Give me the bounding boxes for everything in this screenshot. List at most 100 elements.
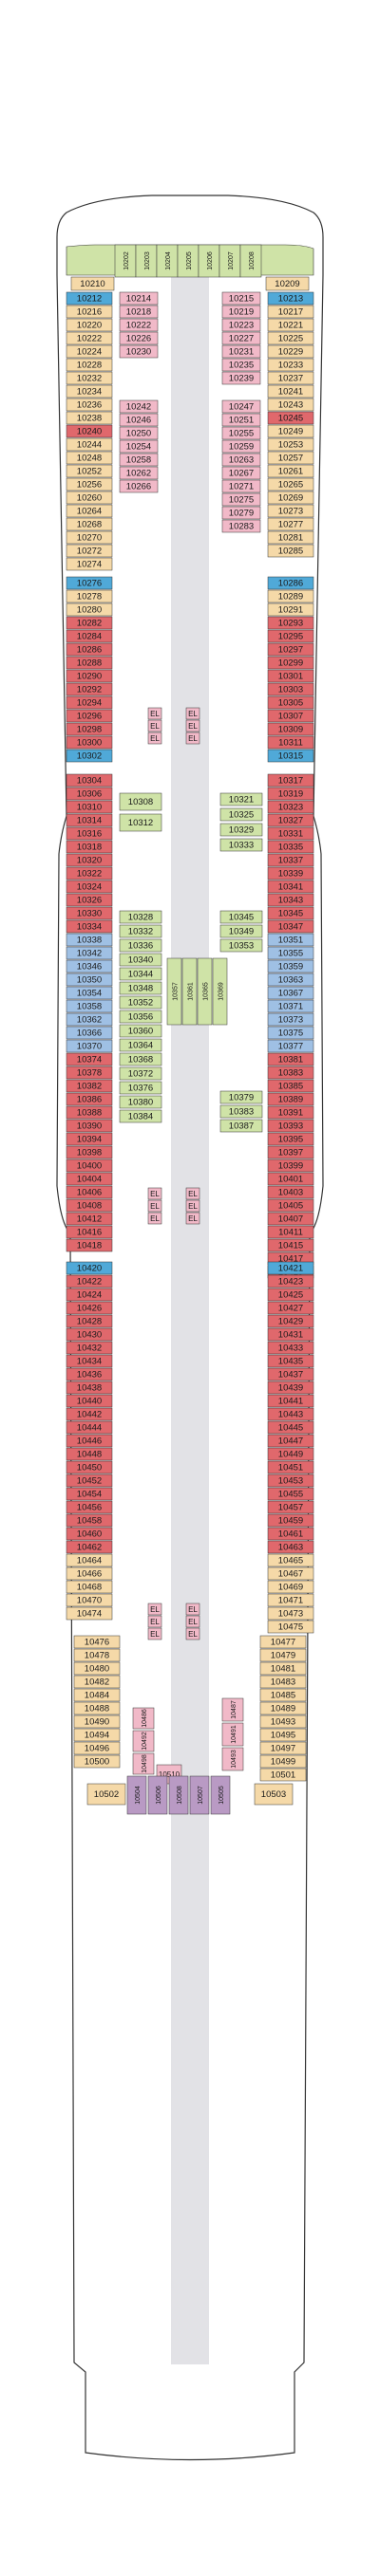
cabin-number: 10215 xyxy=(229,294,254,305)
cabin-number: 10296 xyxy=(77,712,102,722)
cabin-fwd-right xyxy=(267,331,314,345)
cabin-number: 10258 xyxy=(126,455,151,466)
cabin-number: 10380 xyxy=(128,1098,153,1108)
cabin-green-mr xyxy=(219,938,263,953)
cabin-number: 10262 xyxy=(126,469,151,479)
cabin-aft-right xyxy=(267,1238,314,1252)
cabin-low-right xyxy=(267,1420,314,1435)
cabin-number: EL xyxy=(150,722,160,731)
cabin-low-left xyxy=(66,1606,113,1621)
cabin-number: 10507 xyxy=(198,1786,204,1805)
cabin-number: 10400 xyxy=(77,1161,102,1172)
cabin-fwd-left xyxy=(66,318,113,332)
cabin-number: 10448 xyxy=(77,1450,102,1460)
cabin-number: 10218 xyxy=(126,307,151,318)
cabin-number: 10330 xyxy=(77,909,102,919)
cabin-number: 10282 xyxy=(77,619,102,629)
cabin-aft-left xyxy=(66,933,113,947)
cabin-low-right xyxy=(267,1394,314,1408)
cabin-number: 10403 xyxy=(278,1188,303,1198)
cabin-number: 10449 xyxy=(278,1450,303,1460)
cabin-aft-right xyxy=(267,800,314,814)
cabin-number: 10371 xyxy=(278,1002,303,1012)
cabin-number: 10354 xyxy=(77,989,102,999)
cabin-number: EL xyxy=(150,1190,160,1198)
cabin-number: 10259 xyxy=(229,442,254,453)
cabin-number: 10446 xyxy=(77,1436,102,1447)
cabin-stern-bottom xyxy=(147,1775,168,1815)
cabin-green-l xyxy=(119,792,162,811)
cabin-low-right xyxy=(267,1500,314,1514)
cabin-number: 10265 xyxy=(278,480,303,491)
cabin-stern-right xyxy=(259,1741,307,1755)
cabin-green-ml xyxy=(119,981,162,995)
cabin-number: EL xyxy=(150,1605,160,1614)
cabin-number: 10381 xyxy=(278,1055,303,1066)
cabin-number: 10314 xyxy=(77,816,102,826)
cabin-low-left xyxy=(66,1288,113,1302)
cabin-number: 10372 xyxy=(128,1069,153,1080)
cabin-number: 10363 xyxy=(278,975,303,986)
cabin-number: 10214 xyxy=(126,294,151,305)
cabin-number: 10401 xyxy=(278,1175,303,1185)
cabin-number: 10285 xyxy=(278,547,303,557)
cabin-green-ml xyxy=(119,1109,162,1123)
cabin-number: EL xyxy=(150,734,160,743)
elevator xyxy=(185,1615,200,1628)
cabin-number: 10411 xyxy=(278,1228,303,1238)
cabin-stern-left xyxy=(73,1648,121,1662)
cabin-number: 10353 xyxy=(229,941,254,952)
cabin-low-left xyxy=(66,1513,113,1528)
cabin-aft-right xyxy=(267,973,314,987)
elevator xyxy=(147,732,162,745)
cabin-number: 10385 xyxy=(278,1082,303,1092)
cabin-number: 10439 xyxy=(278,1383,303,1394)
cabin-green-ml xyxy=(119,1024,162,1038)
cabin-aft-right xyxy=(267,1158,314,1173)
cabin-fwd-left xyxy=(66,530,113,545)
cabin-number: 10359 xyxy=(278,962,303,973)
cabin-fwd-left xyxy=(66,371,113,385)
cabin-number: 10438 xyxy=(77,1383,102,1394)
cabin-number: 10291 xyxy=(278,605,303,616)
cabin-low-left xyxy=(66,1407,113,1421)
cabin-aft-right xyxy=(267,1052,314,1066)
cabin-mid-left xyxy=(66,576,113,590)
cabin-number: 10357 xyxy=(173,982,180,1001)
cabin-number: 10480 xyxy=(85,1664,109,1675)
cabin-number: 10247 xyxy=(229,402,254,413)
cabin-fwd-left xyxy=(66,491,113,505)
cabin-low-right xyxy=(267,1513,314,1528)
cabin-number: 10506 xyxy=(156,1786,162,1805)
cabin-number: 10450 xyxy=(77,1463,102,1473)
cabin-aft-right xyxy=(267,1172,314,1186)
cabin-low-right xyxy=(267,1274,314,1288)
cabin-number: 10407 xyxy=(278,1214,303,1225)
cabin-aft-left xyxy=(66,813,113,827)
cabin-stern-right xyxy=(259,1728,307,1742)
cabin-number: 10458 xyxy=(77,1516,102,1527)
cabin-low-left xyxy=(66,1580,113,1594)
cabin-number: 10310 xyxy=(77,803,102,813)
cabin-number: 10434 xyxy=(77,1357,102,1367)
cabin-number: 10424 xyxy=(77,1290,102,1301)
cabin-number: 10389 xyxy=(278,1095,303,1105)
cabin-fwd-right xyxy=(267,491,314,505)
cabin-number: 10504 xyxy=(135,1786,142,1805)
cabin-number: 10406 xyxy=(77,1188,102,1198)
cabin-aft-right xyxy=(267,1066,314,1080)
cabin-number: 10484 xyxy=(85,1691,109,1701)
cabin-fwd-left xyxy=(66,424,113,438)
cabin-fwd-inner-r2 xyxy=(221,506,261,520)
cabin-number: 10230 xyxy=(126,347,151,358)
elevator xyxy=(185,1212,200,1225)
cabin-fwd-left xyxy=(66,437,113,452)
cabin-stern-right xyxy=(259,1635,307,1649)
cabin-number: 10249 xyxy=(278,427,303,437)
cabin-mid-left xyxy=(66,735,113,750)
cabin-aft-left xyxy=(66,1039,113,1053)
cabin-fwd-right xyxy=(267,344,314,359)
cabin-aft-left xyxy=(66,1105,113,1120)
cabin-aft-left xyxy=(66,773,113,788)
cabin-number: 10304 xyxy=(77,776,102,787)
